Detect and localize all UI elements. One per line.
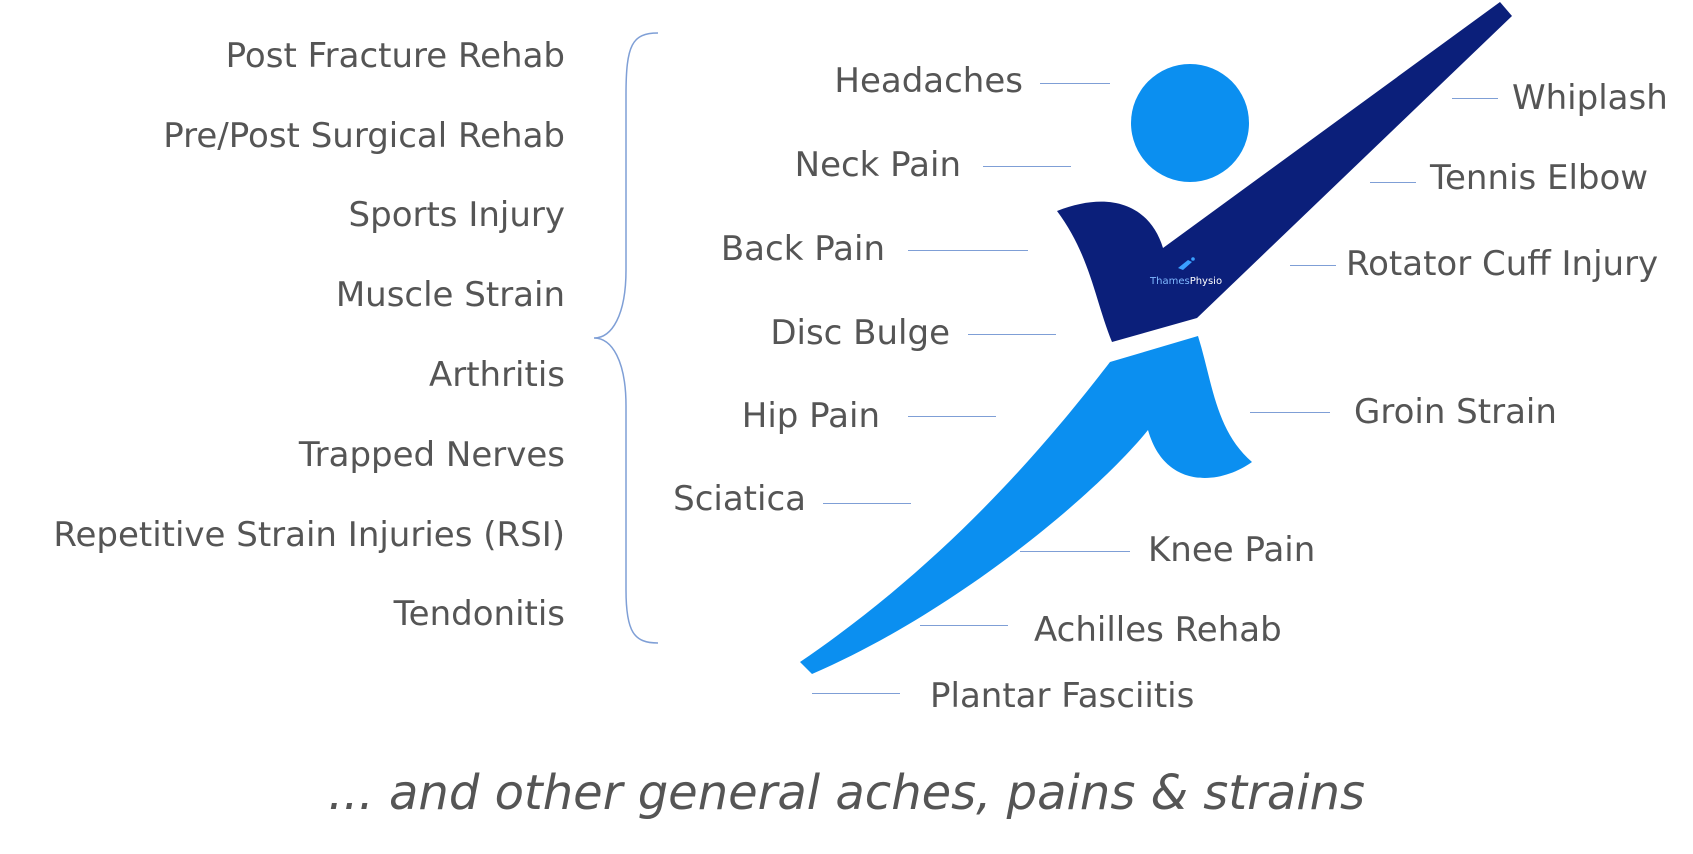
leader-back-pain [908, 250, 1028, 251]
brand-part1: Thames [1150, 276, 1190, 287]
left-item-trapped-nerves: Trapped Nerves [298, 435, 565, 475]
figure-legs [800, 336, 1252, 674]
label-knee-pain: Knee Pain [1148, 530, 1316, 570]
leader-plantar [812, 693, 900, 694]
left-item-post-fracture: Post Fracture Rehab [225, 36, 565, 76]
brand-text: ThamesPhysio [1150, 276, 1222, 288]
label-disc-bulge: Disc Bulge [770, 313, 950, 353]
label-achilles: Achilles Rehab [1034, 610, 1282, 650]
left-item-tendonitis: Tendonitis [393, 594, 565, 634]
tagline: ... and other general aches, pains & str… [327, 765, 1366, 821]
brand-logo-dot-icon [1191, 257, 1195, 261]
leader-headaches [1040, 83, 1110, 84]
left-item-surgical: Pre/Post Surgical Rehab [163, 116, 565, 156]
leader-hip-pain [908, 416, 996, 417]
label-whiplash: Whiplash [1512, 78, 1668, 118]
leader-neck-pain [983, 166, 1071, 167]
left-item-arthritis: Arthritis [428, 355, 565, 395]
leader-tennis-elbow [1370, 182, 1416, 183]
label-plantar: Plantar Fasciitis [930, 676, 1195, 716]
leader-disc-bulge [968, 334, 1056, 335]
leader-whiplash [1452, 98, 1498, 99]
leader-sciatica [823, 503, 911, 504]
label-headaches: Headaches [834, 61, 1023, 101]
figure-head [1131, 64, 1249, 182]
brand-part2: Physio [1189, 276, 1223, 287]
label-neck-pain: Neck Pain [794, 145, 961, 185]
label-tennis-elbow: Tennis Elbow [1430, 158, 1649, 198]
brand-logo-icon [1178, 260, 1192, 270]
figure-torso-arm [1057, 2, 1512, 342]
leader-achilles [920, 625, 1008, 626]
leader-groin-strain [1250, 412, 1330, 413]
label-hip-pain: Hip Pain [741, 396, 880, 436]
label-rotator-cuff: Rotator Cuff Injury [1346, 244, 1659, 284]
label-back-pain: Back Pain [720, 229, 885, 269]
label-sciatica: Sciatica [673, 479, 806, 519]
left-item-sports: Sports Injury [348, 195, 565, 235]
label-groin-strain: Groin Strain [1354, 392, 1557, 432]
leader-rotator-cuff [1290, 265, 1336, 266]
curly-brace [593, 32, 659, 644]
left-item-rsi: Repetitive Strain Injuries (RSI) [53, 515, 565, 555]
left-item-muscle-strain: Muscle Strain [335, 275, 565, 315]
leader-knee-pain [1020, 551, 1130, 552]
